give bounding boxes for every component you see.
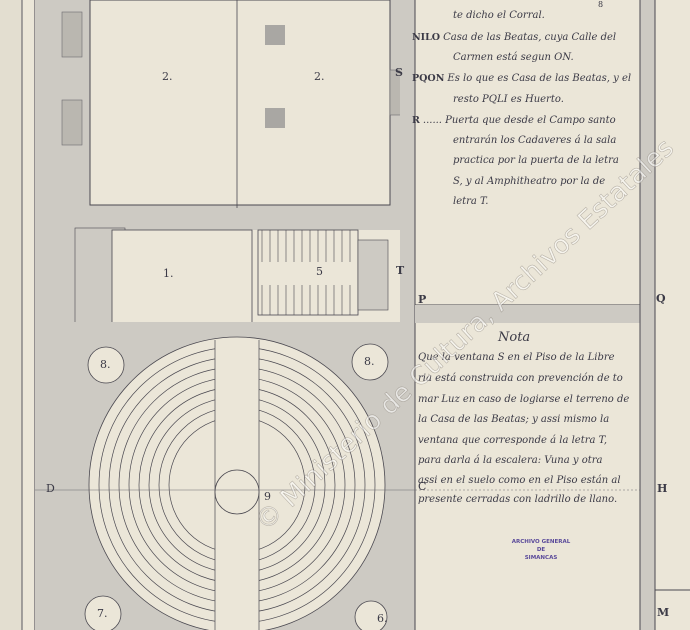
letter-H: H (657, 482, 668, 495)
note-line-5: para darla á la escalera: Vuna y otra (418, 455, 603, 466)
note-line-1: ria está construida con prevención de to (418, 373, 623, 384)
legend-line-7: practica por la puerta de la letra (453, 155, 619, 166)
letter-T: T (396, 264, 405, 277)
room-label-2b: 2. (314, 70, 325, 83)
letter-M: M (657, 606, 670, 619)
note-line-3: la Casa de las Beatas; y assi mismo la (418, 414, 610, 425)
stamp-line-3: SIMANCAS (524, 555, 558, 561)
room-label-8b: 8. (364, 355, 375, 368)
room-label-1: 1. (163, 267, 174, 280)
legend-line-4: resto PQLI es Huerto. (453, 94, 564, 105)
room-label-7: 7. (97, 607, 108, 620)
letter-Q: Q (656, 292, 666, 305)
room-label-6: 6. (377, 612, 388, 625)
legend-line-0: te dicho el Corral. (453, 10, 545, 21)
note-line-4: ventana que corresponde á la letra T, (418, 435, 608, 446)
letter-small-8: 8 (598, 0, 604, 9)
legend-line-9: letra T. (453, 196, 489, 207)
room-label-2a: 2. (162, 70, 173, 83)
room-label-5: 5 (316, 265, 323, 278)
letter-D: D (46, 482, 55, 495)
letter-S: S (395, 66, 403, 79)
room-label-8a: 8. (100, 358, 111, 371)
legend-line-8: S, y al Amphitheatro por la de (453, 176, 606, 187)
note-line-2: mar Luz en caso de logiarse el terreno d… (418, 394, 630, 405)
legend-line-6: entrarán los Cadaveres á la sala (453, 135, 617, 146)
note-line-0: Que la ventana S en el Piso de la Libre (418, 352, 615, 363)
stamp-line-1: ARCHIVO GENERAL (511, 539, 571, 545)
letter-P: P (418, 293, 427, 306)
legend-line-2: Carmen está segun ON. (453, 52, 574, 63)
note-line-6: assi en el suelo como en el Piso están a… (418, 475, 621, 486)
letter-C: C (418, 480, 427, 493)
archive-stamp: ARCHIVO GENERAL DE SIMANCAS (506, 538, 576, 562)
note-title: Nota (498, 330, 531, 345)
stamp-line-2: DE (536, 547, 546, 553)
legend-line-5: R...... Puerta que desde el Campo santo (412, 115, 616, 126)
room-label-9: 9 (264, 490, 271, 503)
note-line-7: presente cerradas con ladrillo de llano. (418, 494, 618, 505)
